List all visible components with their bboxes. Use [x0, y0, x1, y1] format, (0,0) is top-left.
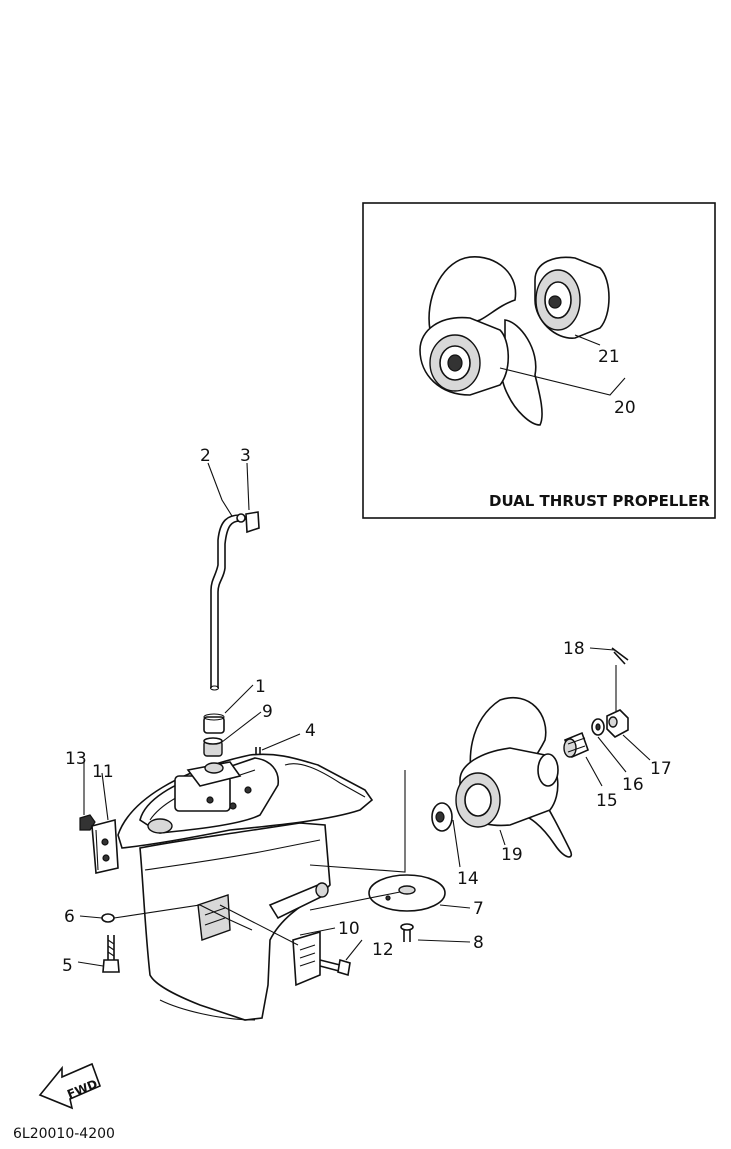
callout-20: 20	[614, 398, 636, 418]
screw-8-drawing	[400, 923, 414, 942]
callout-6: 6	[64, 907, 75, 927]
propeller-boss-drawing	[534, 256, 610, 339]
callout-9: 9	[262, 702, 273, 722]
inset-border	[362, 202, 716, 519]
grommet-drawing	[245, 511, 260, 534]
callout-3: 3	[240, 446, 251, 466]
water-pipe-drawing	[209, 513, 246, 691]
castle-nut-drawing	[606, 709, 629, 738]
callout-14: 14	[457, 869, 479, 889]
diagram-code: 6L20010-4200	[13, 1126, 115, 1142]
washer-drawing	[101, 913, 115, 923]
callout-1: 1	[255, 677, 266, 697]
callout-15: 15	[596, 791, 618, 811]
anode-plate-drawing	[368, 874, 446, 912]
callout-5: 5	[62, 956, 73, 976]
callout-17: 17	[650, 759, 672, 779]
trim-tab-drawing	[292, 930, 321, 987]
callout-10: 10	[338, 919, 360, 939]
dual-thrust-propeller-drawing	[419, 256, 543, 426]
callout-12: 12	[372, 940, 394, 960]
pipe-seal-drawing	[203, 713, 225, 734]
callout-13: 13	[65, 749, 87, 769]
bracket-drawing	[91, 818, 119, 874]
cotter-pin-drawing	[611, 647, 629, 665]
callout-19: 19	[501, 845, 523, 865]
callout-2: 2	[200, 446, 211, 466]
callout-11: 11	[92, 762, 114, 782]
spacer-drawing	[563, 731, 590, 759]
callout-8: 8	[473, 933, 484, 953]
inset-panel: 21 20 DUAL THRUST PROPELLER	[362, 202, 716, 519]
callout-18: 18	[563, 639, 585, 659]
inset-title: DUAL THRUST PROPELLER	[489, 492, 710, 510]
bolt-5-drawing	[102, 935, 120, 973]
forward-arrow: FWD	[38, 1062, 102, 1110]
bolt-12-drawing	[319, 958, 351, 977]
propeller-drawing	[455, 697, 573, 858]
thrust-washer-drawing	[431, 802, 453, 832]
callout-16: 16	[622, 775, 644, 795]
leader-lines	[77, 462, 651, 967]
rubber-seal-drawing	[203, 737, 223, 757]
lower-casing-drawing	[117, 753, 374, 1021]
callout-7: 7	[473, 899, 484, 919]
callout-21: 21	[598, 347, 620, 367]
callout-4: 4	[305, 721, 316, 741]
